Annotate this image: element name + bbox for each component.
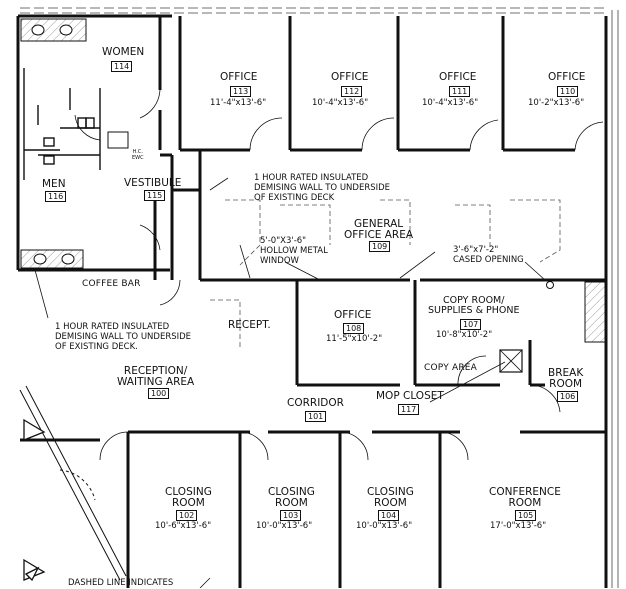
men-room-name: MEN xyxy=(42,178,66,190)
workstations xyxy=(210,199,561,350)
general-office-number: 109 xyxy=(369,241,391,252)
closing-104-number: 104 xyxy=(378,510,400,521)
restroom-door-swings xyxy=(74,89,161,251)
conference-room-name: CONFERENCE ROOM xyxy=(489,486,561,510)
note-demising-left: 1 HOUR RATED INSULATED DEMISING WALL TO … xyxy=(55,322,192,352)
copy-room-name: COPY ROOM/ SUPPLIES & PHONE xyxy=(428,295,520,316)
office-112-name: OFFICE xyxy=(331,71,369,83)
reception-number: 100 xyxy=(148,388,170,399)
office-111-dim: 10'-4"x13'-6" xyxy=(422,98,479,108)
office-111-name: OFFICE xyxy=(439,71,477,83)
closing-104-name: CLOSING ROOM xyxy=(367,486,414,510)
recept-name: RECEPT. xyxy=(228,319,271,331)
column-markers xyxy=(23,418,46,582)
note-cased-opening: 3'-6"x7'-2" CASED OPENING xyxy=(453,245,524,265)
conference-room-number: 105 xyxy=(515,510,537,521)
copy-room-dim: 10'-8"x10'-2" xyxy=(436,330,493,340)
vestibule-room-name: VESTIBULE xyxy=(124,177,182,189)
office-113-number: 113 xyxy=(230,86,252,97)
bottom-door-swings xyxy=(99,431,469,461)
note-dashed-line: DASHED LINE INDICATES xyxy=(68,578,174,588)
men-room-number: 116 xyxy=(45,191,67,202)
corridor-name: CORRIDOR xyxy=(287,397,344,409)
office-row-walls xyxy=(178,16,608,440)
closing-102-dim: 10'-6"x13'-6" xyxy=(155,521,212,531)
women-room-name: WOMEN xyxy=(102,46,145,58)
note-window: 5'-0"X3'-6" HOLLOW METAL WINDOW xyxy=(260,236,328,266)
coffee-bar-label: COFFEE BAR xyxy=(82,279,141,289)
break-counter xyxy=(584,281,606,343)
office-110-dim: 10'-2"x13'-6" xyxy=(528,98,585,108)
stalls xyxy=(23,68,101,180)
office-111-number: 111 xyxy=(449,86,471,97)
vestibule-walls xyxy=(153,153,200,280)
note-demising-top: 1 HOUR RATED INSULATED DEMISING WALL TO … xyxy=(254,173,391,203)
restroom-walls xyxy=(16,14,172,272)
office-108-number: 108 xyxy=(343,323,365,334)
corridor-number: 101 xyxy=(305,411,327,422)
women-room-number: 114 xyxy=(111,61,133,72)
middle-walls xyxy=(200,278,606,387)
office-112-dim: 10'-4"x13'-6" xyxy=(312,98,369,108)
closing-103-number: 103 xyxy=(280,510,302,521)
reception-name: RECEPTION/ WAITING AREA xyxy=(117,365,195,389)
mop-closet-name: MOP CLOSET xyxy=(376,390,444,402)
women-counter xyxy=(20,18,87,42)
leader-lines xyxy=(34,177,546,588)
office-113-dim: 11'-4"x13'-6" xyxy=(210,98,267,108)
conference-room-dim: 17'-0"x13'-6" xyxy=(490,521,547,531)
copy-room-number: 107 xyxy=(460,319,482,330)
middle-door-swings xyxy=(159,279,561,413)
vestibule-room-number: 115 xyxy=(144,190,166,201)
break-room-name: BREAK ROOM xyxy=(548,367,584,391)
closing-104-dim: 10'-0"x13'-6" xyxy=(356,521,413,531)
top-exterior-edge xyxy=(20,7,606,14)
sinks xyxy=(31,24,75,265)
ewc-fountain xyxy=(107,131,129,149)
closing-102-number: 102 xyxy=(176,510,198,521)
closing-103-name: CLOSING ROOM xyxy=(268,486,315,510)
office-door-swings xyxy=(249,117,604,151)
closing-103-dim: 10'-0"x13'-6" xyxy=(256,521,313,531)
office-110-number: 110 xyxy=(557,86,579,97)
bottom-room-walls xyxy=(20,430,608,588)
general-office-name: GENERAL OFFICE AREA xyxy=(344,218,414,242)
angled-entry xyxy=(19,385,127,581)
office-108-name: OFFICE xyxy=(334,309,372,321)
office-112-number: 112 xyxy=(341,86,363,97)
copy-area-label: COPY AREA xyxy=(424,363,478,373)
office-108-dim: 11'-5"x10'-2" xyxy=(326,334,383,344)
office-110-name: OFFICE xyxy=(548,71,586,83)
break-room-number: 106 xyxy=(557,391,579,402)
ewc-label: H.C. EWC xyxy=(132,149,144,161)
mop-closet-number: 117 xyxy=(398,404,420,415)
office-113-name: OFFICE xyxy=(220,71,258,83)
closing-102-name: CLOSING ROOM xyxy=(165,486,212,510)
right-exterior-edge xyxy=(611,10,619,588)
